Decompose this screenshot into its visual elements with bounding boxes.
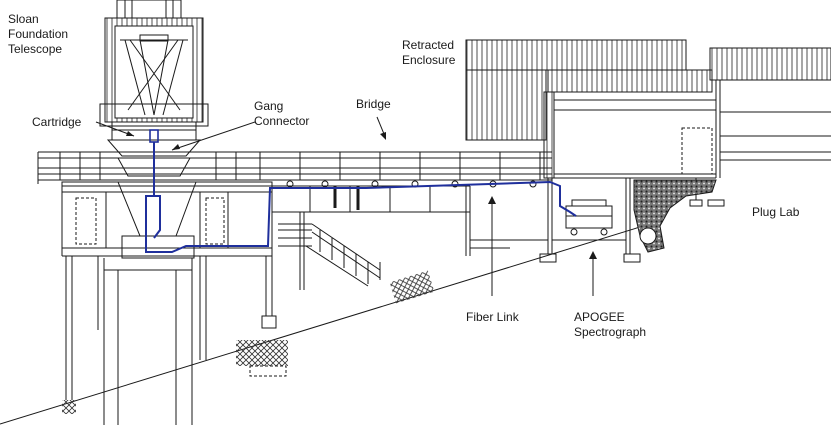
ground-hatch-patches [62, 270, 435, 414]
leader-lines [95, 116, 594, 296]
label-gang-connector-line2: Connector [254, 114, 310, 128]
label-fiber-link: Fiber Link [466, 310, 519, 324]
label-enclosure-line2: Enclosure [402, 53, 456, 67]
label-telescope-line2: Foundation [8, 27, 69, 41]
label-apogee-line2: Spectrograph [574, 325, 647, 339]
ground-slope [0, 226, 641, 425]
telescope-structure [99, 0, 209, 425]
stairs [278, 223, 381, 287]
bridge-truss [37, 151, 552, 290]
bridge-hangers [286, 180, 537, 210]
label-bridge: Bridge [356, 97, 391, 111]
retracted-enclosure [465, 39, 831, 179]
label-cartridge: Cartridge [32, 115, 82, 129]
left-structure [61, 181, 277, 400]
label-apogee-line1: APOGEE [574, 310, 625, 324]
leader-arrowheads [126, 131, 597, 259]
fiber-link-cable [145, 129, 577, 253]
label-telescope-line3: Telescope [8, 42, 63, 56]
label-plug-lab: Plug Lab [752, 205, 800, 219]
label-telescope-line1: Sloan [8, 12, 39, 26]
label-enclosure-line1: Retracted [402, 38, 455, 52]
rock-outcrop [633, 179, 717, 253]
label-gang-connector-line1: Gang [254, 99, 284, 113]
